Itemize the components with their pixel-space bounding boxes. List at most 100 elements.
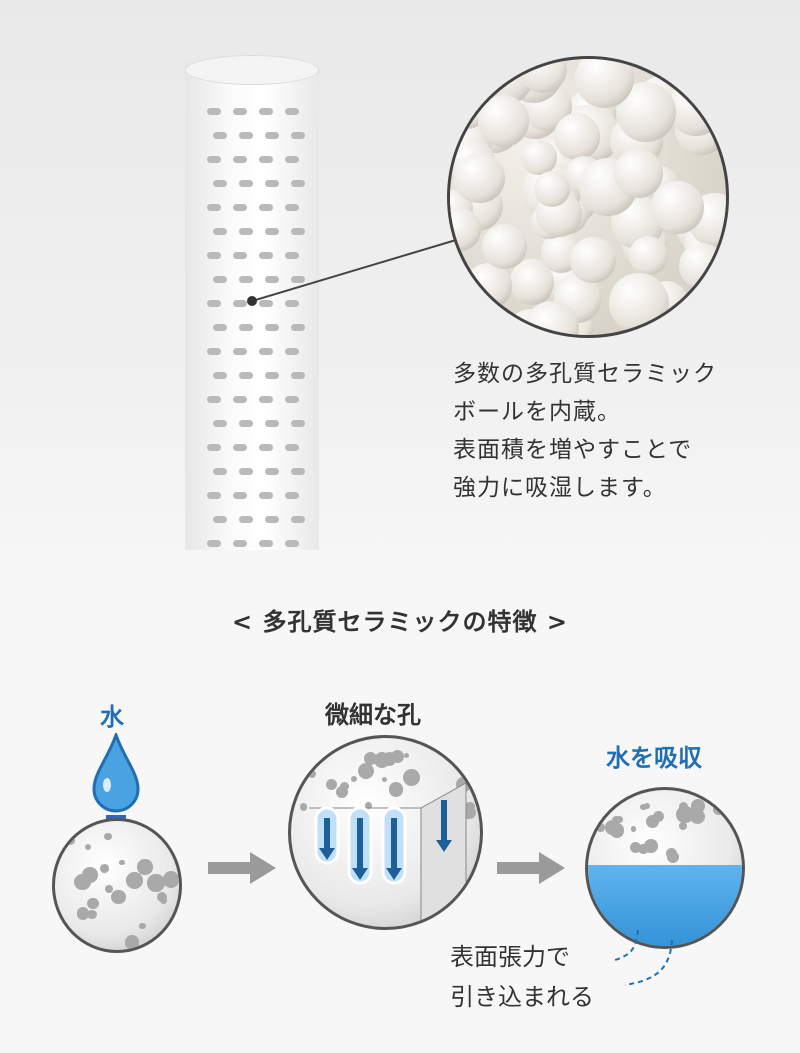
pore	[596, 823, 605, 832]
ceramic-ball	[650, 180, 705, 235]
pore	[81, 866, 98, 883]
ceramic-ball	[609, 272, 669, 333]
ceramic-ball	[678, 242, 725, 289]
vent-hole	[265, 180, 279, 187]
vent-hole	[239, 228, 253, 235]
pore	[147, 874, 165, 892]
vent-hole	[207, 348, 221, 355]
pore	[299, 803, 307, 811]
pore	[340, 781, 350, 791]
ceramic-ball	[575, 59, 635, 108]
pore	[85, 843, 92, 850]
ceramic-ball	[476, 59, 515, 78]
vent-hole	[239, 324, 253, 331]
pore	[638, 843, 649, 855]
vent-hole	[213, 468, 227, 475]
vent-hole	[233, 444, 247, 451]
vent-hole	[259, 300, 273, 307]
vent-hole	[239, 372, 253, 379]
ceramic-ball	[513, 261, 555, 303]
pore	[679, 801, 689, 811]
pore	[365, 802, 372, 809]
vent-hole	[233, 156, 247, 163]
pore	[156, 891, 168, 902]
vent-hole	[265, 276, 279, 283]
vent-hole	[291, 228, 305, 235]
water-label: 水	[100, 703, 124, 731]
vent-hole	[239, 516, 253, 523]
vent-hole	[291, 420, 305, 427]
pore	[110, 889, 126, 905]
pore	[76, 906, 90, 920]
vent-hole	[265, 132, 279, 139]
vent-hole	[285, 108, 299, 115]
vent-hole	[285, 156, 299, 163]
vent-hole	[213, 132, 227, 139]
vent-hole	[259, 396, 273, 403]
vent-hole	[207, 396, 221, 403]
pore	[667, 850, 680, 863]
vent-hole	[285, 492, 299, 499]
pore	[124, 935, 140, 950]
pore	[125, 872, 143, 890]
vent-hole	[291, 132, 305, 139]
ceramic-ball	[521, 139, 557, 176]
dashed-pointer-lines	[614, 930, 673, 986]
vent-hole	[285, 348, 299, 355]
description-line: 表面積を増やすことで	[453, 437, 693, 463]
pore	[381, 777, 387, 783]
vent-hole	[259, 204, 273, 211]
pore	[103, 832, 112, 841]
ceramic-ball	[454, 152, 505, 204]
vent-hole	[233, 204, 247, 211]
pore	[374, 751, 391, 769]
vent-hole	[213, 324, 227, 331]
vent-hole	[207, 204, 221, 211]
pore	[393, 784, 403, 795]
ceramic-ball	[629, 235, 669, 275]
vent-hole	[233, 348, 247, 355]
vent-hole	[291, 324, 305, 331]
pore	[364, 751, 378, 765]
ceramic-ball	[477, 95, 530, 148]
vent-hole	[213, 276, 227, 283]
vent-hole	[213, 420, 227, 427]
vent-hole	[233, 108, 247, 115]
vent-hole	[285, 396, 299, 403]
micro-pores-label: 微細な孔	[325, 701, 421, 729]
vent-hole	[233, 540, 247, 547]
description-line: 多数の多孔質セラミック	[453, 361, 717, 387]
product-photo-area: 多数の多孔質セラミック ボールを内蔵。 表面積を増やすことで 強力に吸湿します。	[0, 0, 800, 560]
vent-hole	[265, 228, 279, 235]
vent-hole	[259, 492, 273, 499]
pore	[80, 882, 87, 889]
vent-hole	[259, 540, 273, 547]
description-line: ボールを内蔵。	[453, 399, 621, 425]
pore	[640, 803, 647, 811]
ceramic-ball	[613, 149, 663, 199]
note-line: 表面張力で	[450, 943, 570, 971]
vent-hole	[239, 276, 253, 283]
pore	[119, 859, 125, 866]
pore	[630, 825, 637, 832]
vent-hole	[207, 108, 221, 115]
vent-hole	[259, 156, 273, 163]
vent-hole	[259, 252, 273, 259]
ceramic-ball	[702, 288, 726, 335]
vent-hole	[233, 252, 247, 259]
ceramic-ball	[570, 237, 616, 283]
ceramic-ball	[481, 224, 527, 270]
tube-cap	[185, 55, 319, 85]
vent-hole	[291, 276, 305, 283]
ceramic-ball	[451, 313, 498, 335]
vent-hole	[285, 300, 299, 307]
ceramic-ball	[450, 208, 481, 251]
pore	[162, 871, 179, 888]
vent-hole	[213, 516, 227, 523]
pore	[100, 864, 109, 873]
vent-hole	[265, 324, 279, 331]
vent-hole	[291, 372, 305, 379]
vent-hole	[207, 444, 221, 451]
ceramic-ball	[534, 170, 571, 207]
vent-hole	[285, 540, 299, 547]
